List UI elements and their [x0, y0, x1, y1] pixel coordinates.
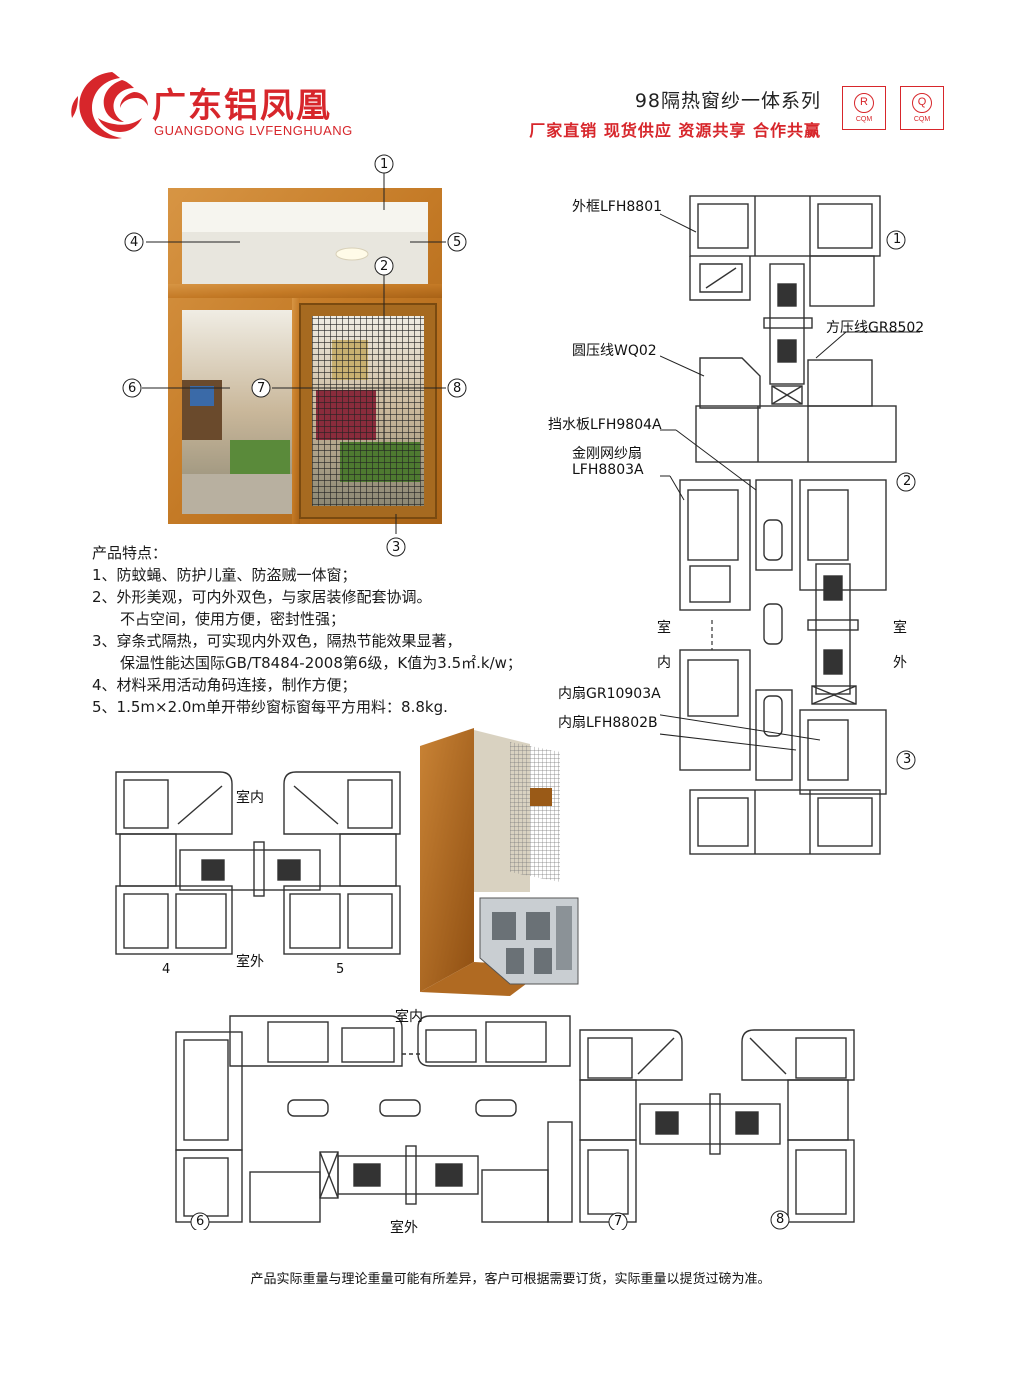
label-indoor-v2: 内 — [657, 655, 671, 671]
callout-5: 5 — [453, 235, 462, 250]
product-features: 产品特点： 1、防蚊蝇、防护儿童、防盗贼一体窗； 2、外形美观，可内外双色，与家… — [92, 542, 532, 718]
label-indoor-45: 室内 — [236, 790, 264, 806]
label-square-bead: 方压线GR8502 — [826, 320, 925, 336]
label-inner-sash-gr: 内扇GR10903A — [558, 686, 661, 702]
label-outdoor-v2: 外 — [893, 655, 907, 671]
footnote: 产品实际重量与理论重量可能有所差异，客户可根据需要订货，实际重量以提货过磅为准。 — [250, 1272, 771, 1287]
section-callout-5: 5 — [336, 962, 345, 977]
section-6-7-8-drawing — [175, 1015, 855, 1230]
window-illustration — [142, 172, 446, 534]
callout-2: 2 — [380, 259, 389, 274]
cert-r-badge: R CQM — [842, 86, 886, 130]
cert-q-letter: Q — [912, 93, 932, 113]
cert-r-letter: R — [854, 93, 874, 113]
cert-r-sub: CQM — [855, 116, 873, 123]
cert-q-badge: Q CQM — [900, 86, 944, 130]
label-outer-frame: 外框LFH8801 — [572, 199, 663, 215]
callout-6: 6 — [128, 381, 137, 396]
label-screen-sash-1: 金刚网纱扇 — [572, 446, 642, 462]
phoenix-logo — [71, 72, 148, 139]
section-callout-1: 1 — [893, 232, 902, 247]
corner-profile-3d — [420, 728, 579, 996]
window-callouts — [122, 154, 467, 557]
features-title: 产品特点： — [92, 544, 168, 562]
section-callout-3: 3 — [903, 752, 912, 767]
callout-8: 8 — [453, 381, 462, 396]
series-title: 98隔热窗纱一体系列 — [634, 90, 821, 112]
label-water-board: 挡水板LFH9804A — [548, 417, 662, 433]
label-round-bead: 圆压线WQ02 — [572, 343, 657, 359]
label-inner-sash-lfh: 内扇LFH8802B — [558, 715, 658, 731]
slogan: 厂家直销 现货供应 资源共享 合作共赢 — [529, 121, 821, 140]
label-outdoor-v1: 室 — [893, 620, 907, 636]
vertical-section-drawing — [660, 195, 920, 855]
section-callout-7: 7 — [614, 1214, 623, 1229]
label-indoor-678: 室内 — [395, 1009, 423, 1025]
feature-line: 4、材料采用活动角码连接，制作方便； — [92, 676, 357, 694]
section-callout-8: 8 — [776, 1212, 785, 1227]
cert-q-sub: CQM — [913, 116, 931, 123]
section-4-5-drawing — [115, 771, 401, 955]
callout-7: 7 — [257, 381, 266, 396]
callout-4: 4 — [130, 235, 139, 250]
label-screen-sash-2: LFH8803A — [572, 462, 644, 478]
feature-line: 2、外形美观，可内外双色，与家居装修配套协调。 — [92, 588, 432, 606]
section-callout-2: 2 — [903, 474, 912, 489]
feature-line: 不占空间，使用方便，密封性强； — [120, 610, 346, 628]
section-callout-6: 6 — [196, 1214, 205, 1229]
section-callout-4: 4 — [162, 962, 171, 977]
feature-line: 保温性能达国际GB/T8484-2008第6级，K值为3.5㎡.k/w； — [120, 654, 522, 672]
feature-line: 3、穿条式隔热，可实现内外双色，隔热节能效果显著， — [92, 632, 462, 650]
brand-name-en: GUANGDONG LVFENGHUANG — [154, 123, 353, 138]
feature-line: 5、1.5m×2.0m单开带纱窗标窗每平方用料：8.8kg. — [92, 698, 448, 716]
label-indoor-v1: 室 — [657, 620, 671, 636]
label-outdoor-45: 室外 — [236, 954, 264, 970]
brand-name-cn: 广东铝凤凰 — [152, 86, 332, 126]
label-outdoor-678: 室外 — [390, 1220, 418, 1236]
callout-1: 1 — [380, 157, 389, 172]
feature-line: 1、防蚊蝇、防护儿童、防盗贼一体窗； — [92, 566, 357, 584]
callout-3: 3 — [392, 540, 401, 555]
